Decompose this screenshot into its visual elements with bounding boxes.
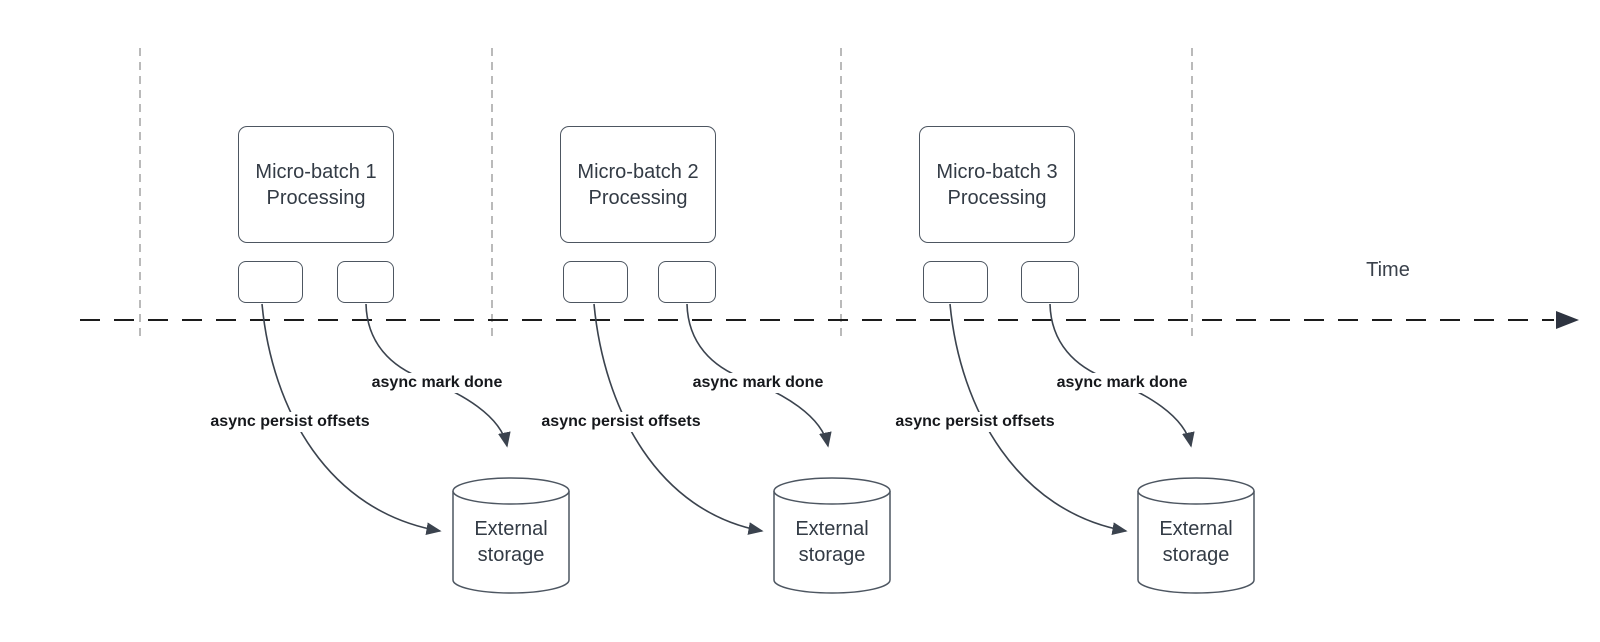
external-storage-label: External storage xyxy=(474,518,548,566)
external-storage-cylinder xyxy=(773,477,891,594)
persist-offsets-label: async persist offsets xyxy=(200,412,380,432)
persist-offsets-arrow xyxy=(949,303,1128,535)
micro-batch-2-processing-box: Micro-batch 2 Processing xyxy=(560,126,716,243)
external-storage-cylinder xyxy=(452,477,570,594)
commit-log-box xyxy=(1021,261,1079,303)
mark-done-label: async mark done xyxy=(362,373,512,393)
offset-log-box xyxy=(923,261,988,303)
commit-log-box xyxy=(337,261,394,303)
offset-log-box xyxy=(238,261,303,303)
micro-batch-1-processing-box: Micro-batch 1 Processing xyxy=(238,126,394,243)
external-storage-label: External storage xyxy=(1159,518,1233,566)
time-axis-label: Time xyxy=(1366,259,1410,281)
persist-offsets-arrow xyxy=(261,303,442,536)
mark-done-label: async mark done xyxy=(1047,373,1197,393)
persist-offsets-label: async persist offsets xyxy=(885,412,1065,432)
micro-batch-3-processing-box: Micro-batch 3 Processing xyxy=(919,126,1075,243)
persist-offsets-arrow xyxy=(593,303,764,535)
commit-log-box xyxy=(658,261,716,303)
offset-log-box xyxy=(563,261,628,303)
external-storage-label: External storage xyxy=(795,518,869,566)
persist-offsets-label: async persist offsets xyxy=(531,412,711,432)
external-storage-cylinder xyxy=(1137,477,1255,594)
timeline-arrowhead-icon xyxy=(1556,311,1579,329)
mark-done-label: async mark done xyxy=(683,373,833,393)
